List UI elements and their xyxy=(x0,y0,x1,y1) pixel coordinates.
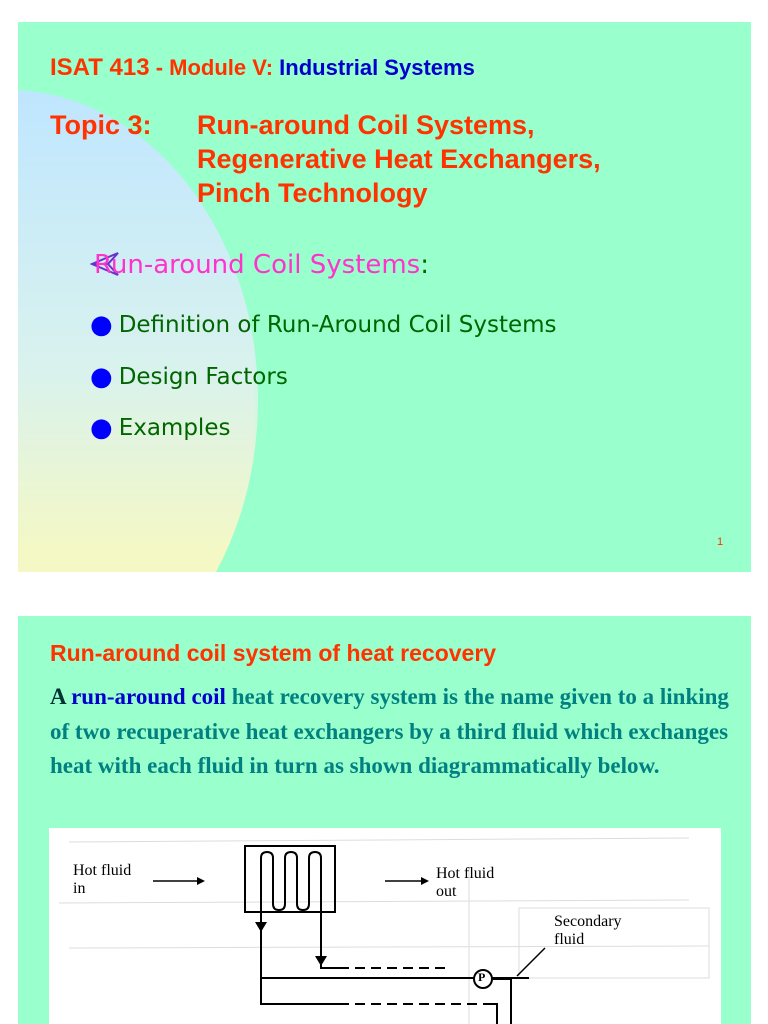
page-number: 1 xyxy=(717,536,724,548)
bullet-item-3: ●Examples xyxy=(90,413,231,443)
topic-label: Topic 3: xyxy=(50,110,152,140)
heat-exchanger-box xyxy=(244,845,336,913)
label-hot-fluid-out: Hot fluid out xyxy=(436,865,495,900)
slide-2-title: Run-around coil system of heat recovery xyxy=(50,640,497,666)
bullet-dot-icon: ● xyxy=(90,362,113,392)
bullet-dot-icon: ● xyxy=(90,413,113,443)
topic-line-2: Regenerative Heat Exchangers, xyxy=(197,144,601,174)
pump-label: P xyxy=(478,970,486,984)
subheading: Run-around Coil Systems: xyxy=(94,250,429,280)
slide-title: ISAT 413 - Module V: Industrial Systems xyxy=(50,54,475,81)
coil-icon xyxy=(260,850,322,954)
topic-line-3: Pinch Technology xyxy=(197,178,428,208)
run-around-coil-diagram: Hot fluid in Hot fluid out Secondary flu… xyxy=(49,828,721,1024)
arrow-pointer-icon xyxy=(90,252,119,276)
label-hot-fluid-in: Hot fluid in xyxy=(73,862,132,897)
description-paragraph: A run-around coil heat recovery system i… xyxy=(50,684,729,778)
slide-1: ISAT 413 - Module V: Industrial Systems … xyxy=(18,22,751,572)
bullet-item-2: ●Design Factors xyxy=(90,362,288,392)
topic-line-1: Run-around Coil Systems, xyxy=(197,110,535,140)
label-secondary-fluid: Secondary fluid xyxy=(554,913,622,948)
bullet-item-1: ●Definition of Run-Around Coil Systems xyxy=(90,310,557,340)
slide-2: Run-around coil system of heat recovery … xyxy=(18,616,751,1024)
bullet-dot-icon: ● xyxy=(90,310,113,340)
